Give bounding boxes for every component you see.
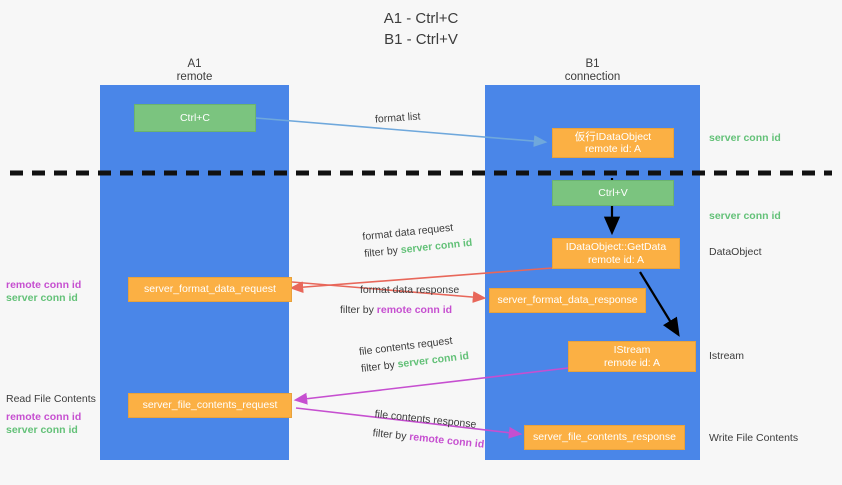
edge-label-format-data-response: format data response filter by remote co… [340,284,460,317]
node-server-format-data-response[interactable]: server_format_data_response [489,288,646,313]
arrow-file-contents-request [293,367,569,405]
left-annotation-conn-ids-2: remote conn id server conn id [6,411,98,437]
right-server-conn-id-second: server conn id [709,210,781,222]
arrow-format-data-request [289,267,553,294]
right-server-conn-id-top: server conn id [709,132,781,144]
node-idataobject[interactable]: 仮行IDataObject remote id: A [552,128,674,158]
node-ctrl-v[interactable]: Ctrl+V [552,180,674,206]
left-server-conn-id-1: server conn id [6,292,78,304]
edge-label-format-data-response-line1: format data response [360,284,460,296]
left-annotation-conn-ids-1: remote conn id server conn id [6,279,98,305]
arrow-format-list [255,117,548,147]
right-label-write-file-contents: Write File Contents [709,432,799,444]
edge-label-format-data-response-filter: filter by remote conn id [340,304,453,316]
left-remote-conn-id-1: remote conn id [6,279,82,291]
node-ctrl-c[interactable]: Ctrl+C [134,104,256,132]
node-server-file-contents-request[interactable]: server_file_contents_request [128,393,292,418]
page-title: A1 - Ctrl+C B1 - Ctrl+V [383,10,459,48]
node-server-format-data-request[interactable]: server_format_data_request [128,277,292,302]
arrow-getdata-to-istream [639,271,680,337]
left-server-conn-id-2: server conn id [6,424,78,436]
arrow-format-data-response [291,281,487,303]
right-label-istream: Istream [709,350,745,362]
right-label-dataobject: DataObject [709,246,762,258]
filter-id-remote-conn-id: remote conn id [376,304,453,316]
left-label-read-file-contents: Read File Contents [6,393,96,405]
node-server-file-contents-response[interactable]: server_file_contents_response [524,425,685,450]
arrow-file-contents-response [295,407,523,439]
left-remote-conn-id-2: remote conn id [6,411,82,423]
node-idataobject-getdata[interactable]: IDataObject::GetData remote id: A [552,238,680,269]
node-istream[interactable]: IStream remote id: A [568,341,696,372]
